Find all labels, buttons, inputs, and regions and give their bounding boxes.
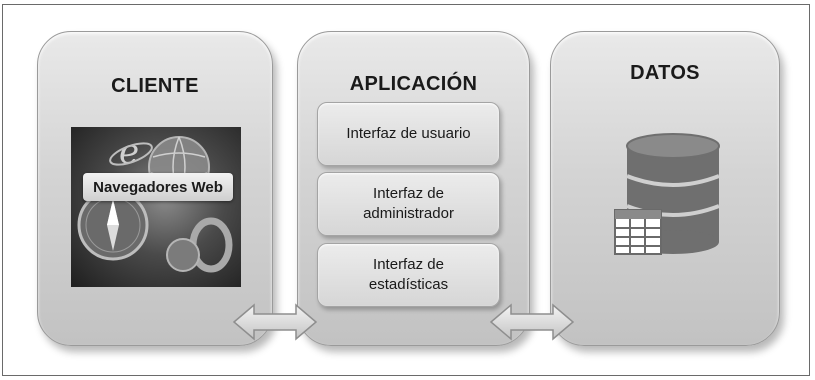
browser-logos-icon: e xyxy=(77,132,233,273)
interfaz-administrador-box: Interfaz de administrador xyxy=(317,172,500,236)
cliente-panel: CLIENTE e Navegadores Web xyxy=(37,31,273,346)
interfaz-usuario-box: Interfaz de usuario xyxy=(317,102,500,166)
browser-label: Navegadores Web xyxy=(83,173,233,201)
interfaz-estadisticas-box: Interfaz de estadísticas xyxy=(317,243,500,307)
cliente-title: CLIENTE xyxy=(111,75,199,97)
datos-panel: DATOS xyxy=(550,31,780,346)
database-table-icon xyxy=(614,133,720,255)
datos-title: DATOS xyxy=(630,62,700,84)
aplicacion-panel: APLICACIÓN Interfaz de usuario Interfaz … xyxy=(297,31,530,346)
double-arrow-connector xyxy=(232,303,318,341)
double-arrow-connector xyxy=(489,303,575,341)
web-browsers-icon: e Navegadores Web xyxy=(71,127,241,287)
aplicacion-title: APLICACIÓN xyxy=(349,73,478,95)
svg-text:e: e xyxy=(119,132,139,172)
